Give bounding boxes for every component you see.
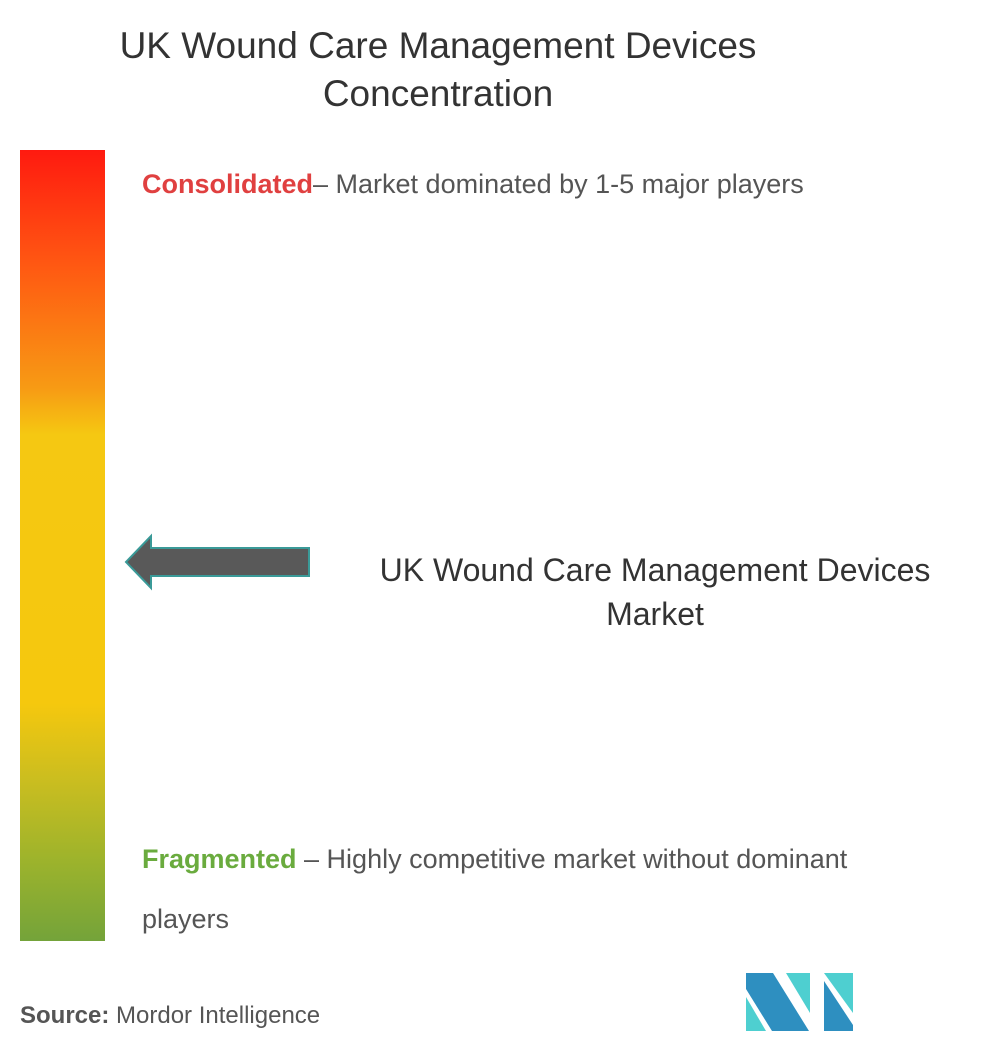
fragmented-text: – Highly competitive market without domi… [142, 844, 848, 934]
fragmented-description: Fragmented – Highly competitive market w… [142, 829, 862, 949]
concentration-gradient-bar [20, 150, 105, 941]
consolidated-text: – Market dominated by 1-5 major players [313, 169, 804, 199]
market-label: UK Wound Care Management Devices Market [379, 552, 931, 632]
source-value: Mordor Intelligence [116, 1002, 321, 1029]
chart-title: UK Wound Care Management Devices Concent… [119, 25, 757, 114]
market-position-arrow-icon [124, 533, 310, 591]
consolidated-description: Consolidated– Market dominated by 1-5 ma… [142, 154, 822, 214]
source-label: Source: [20, 1002, 110, 1029]
fragmented-label: Fragmented [142, 844, 297, 874]
mordor-intelligence-logo-icon [746, 973, 853, 1031]
consolidated-label: Consolidated [142, 169, 314, 199]
source-note: Source: Mordor Intelligence [20, 1002, 320, 1030]
